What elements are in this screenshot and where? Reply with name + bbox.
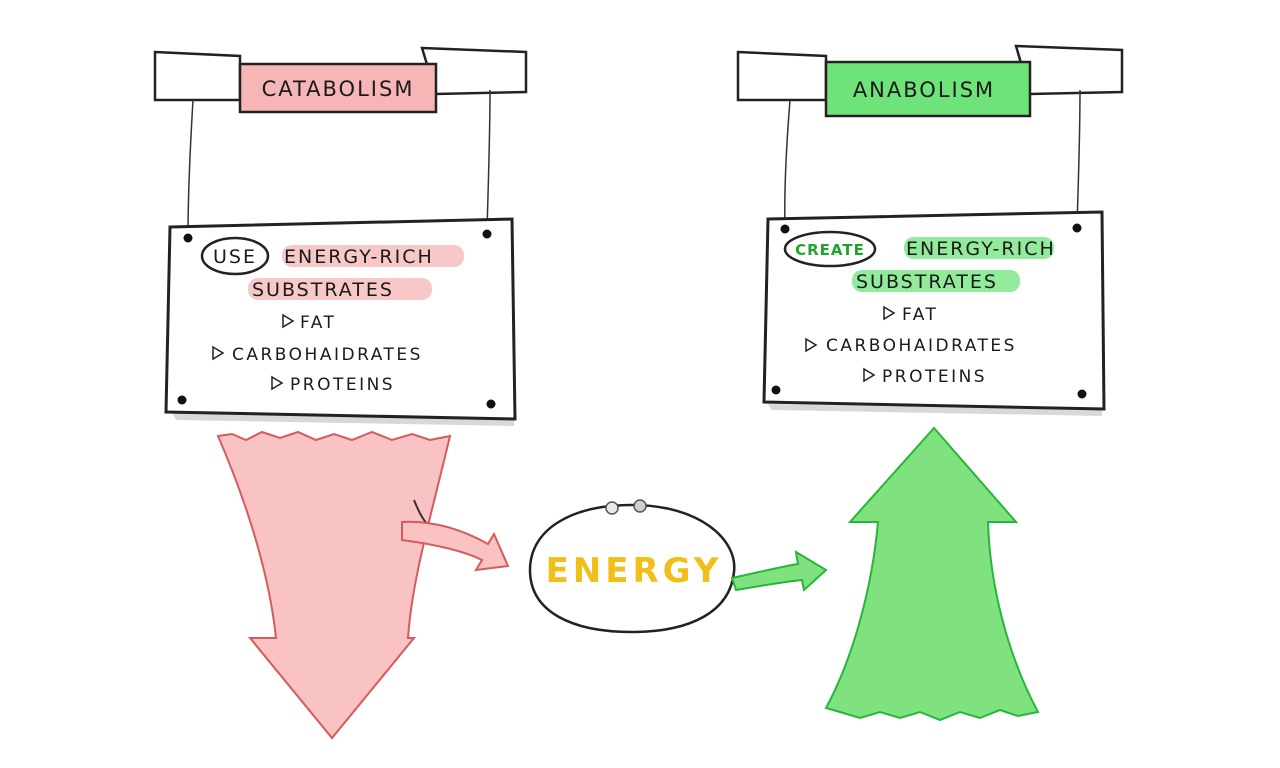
catabolism-highlight bbox=[282, 245, 464, 267]
triangle-bullet-icon bbox=[271, 375, 284, 391]
anabolism-sign-pin bbox=[780, 224, 790, 234]
catabolism-banner-left-wing bbox=[153, 50, 242, 102]
triangle-bullet-icon bbox=[863, 367, 876, 383]
catabolism-highlight bbox=[248, 278, 432, 300]
catabolism-down-arrow bbox=[216, 430, 452, 740]
triangle-bullet-icon bbox=[805, 337, 818, 353]
catabolism-group: CATABOLISM USE ENERGY-RICH SUBSTRATES FA… bbox=[153, 46, 528, 740]
anabolism-sign-pin bbox=[771, 385, 781, 395]
anabolism-verb-circle bbox=[783, 230, 877, 268]
plug-icon bbox=[633, 499, 647, 513]
catabolism-banner-right-wing bbox=[420, 46, 528, 96]
catabolism-title: CATABOLISM bbox=[262, 77, 415, 101]
anabolism-title: ANABOLISM bbox=[853, 78, 995, 102]
energy-bubble bbox=[528, 503, 736, 634]
catabolism-verb: USE bbox=[213, 246, 257, 268]
catabolism-sign-pin bbox=[177, 395, 187, 405]
anabolism-sign-pin bbox=[1077, 389, 1087, 399]
energy-group: ENERGY bbox=[528, 499, 736, 634]
anabolism-banner bbox=[824, 60, 1032, 118]
catabolism-item-fat: FAT bbox=[300, 313, 336, 333]
energy-label: ENERGY bbox=[546, 551, 723, 591]
anabolism-highlight bbox=[852, 270, 1020, 292]
anabolism-group: ANABOLISM CREATE ENERGY-RICH SUBSTRATES … bbox=[730, 44, 1124, 722]
catabolism-string-right bbox=[486, 89, 491, 233]
anabolism-up-arrow bbox=[824, 426, 1040, 722]
anabolism-banner-right-wing bbox=[1014, 44, 1124, 96]
anabolism-item-fat: FAT bbox=[902, 305, 938, 325]
energy-to-anabolism-arrow bbox=[730, 550, 828, 592]
anabolism-sign bbox=[762, 210, 1106, 411]
triangle-bullet-icon bbox=[883, 305, 896, 321]
anabolism-verb: CREATE bbox=[795, 241, 865, 259]
catabolism-sign-pin bbox=[482, 229, 492, 239]
anabolism-sign-shadow bbox=[768, 404, 1102, 416]
catabolism-sign bbox=[164, 217, 517, 421]
catabolism-sign-pin bbox=[486, 399, 496, 409]
catabolism-sign-pin bbox=[183, 233, 193, 243]
triangle-bullet-icon bbox=[212, 345, 225, 361]
catabolism-to-energy-arrow bbox=[401, 520, 510, 572]
catabolism-string-left bbox=[187, 99, 194, 237]
anabolism-sign-pin bbox=[1072, 223, 1082, 233]
catabolism-item-carbohydrates: CARBOHAIDRATES bbox=[232, 345, 423, 365]
anabolism-item-proteins: PROTEINS bbox=[882, 367, 987, 387]
anabolism-banner-left-wing bbox=[736, 50, 828, 102]
anabolism-highlight bbox=[904, 237, 1054, 259]
triangle-bullet-icon bbox=[282, 313, 295, 329]
anabolism-item-carbohydrates: CARBOHAIDRATES bbox=[826, 336, 1017, 356]
catabolism-line1: ENERGY-RICH bbox=[284, 246, 434, 268]
catabolism-verb-circle bbox=[200, 236, 270, 276]
anabolism-string-left bbox=[783, 99, 791, 229]
anabolism-line1: ENERGY-RICH bbox=[906, 238, 1056, 260]
anabolism-line2: SUBSTRATES bbox=[856, 271, 998, 293]
catabolism-sign-shadow bbox=[172, 412, 514, 426]
catabolism-line2: SUBSTRATES bbox=[252, 279, 394, 301]
catabolism-banner bbox=[238, 62, 438, 114]
catabolism-item-proteins: PROTEINS bbox=[290, 375, 395, 395]
plug-icon bbox=[605, 501, 619, 515]
anabolism-string-right bbox=[1076, 89, 1081, 227]
